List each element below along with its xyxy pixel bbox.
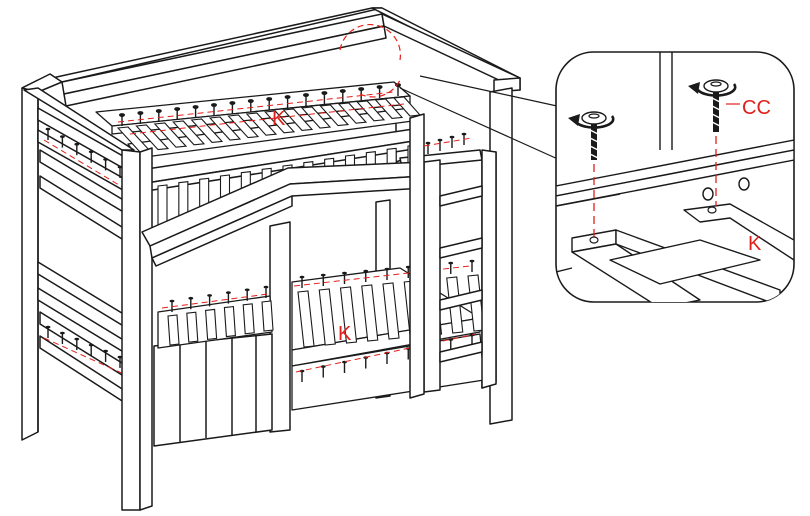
lower-left-slats <box>161 285 274 346</box>
slat <box>356 100 386 122</box>
screw-guide-line <box>423 137 473 147</box>
slat <box>153 122 188 148</box>
screw-guide-line <box>43 337 125 375</box>
slat <box>242 303 255 335</box>
screw-guide-line <box>161 293 269 309</box>
slat <box>282 108 314 131</box>
slat <box>374 98 404 119</box>
screw-icon <box>581 111 607 160</box>
screw-icon <box>88 343 94 356</box>
baluster <box>157 184 168 228</box>
screw-icon <box>321 91 328 104</box>
screw-icon <box>117 165 123 178</box>
screw-icon <box>74 337 80 350</box>
lower-slat-label: K <box>338 323 352 345</box>
ladder <box>423 149 497 393</box>
screw-guide-line <box>295 333 477 373</box>
screw-icon <box>320 273 326 286</box>
screw-icon <box>339 89 346 102</box>
screw-guide-line <box>129 103 405 135</box>
screw-icon <box>244 288 250 301</box>
slat <box>261 300 274 332</box>
screw-icon <box>284 95 291 108</box>
screw-icon <box>155 109 162 122</box>
slat <box>361 284 379 342</box>
screw-icon <box>137 111 144 124</box>
slat <box>319 104 350 127</box>
screw-icon <box>448 338 454 351</box>
slat <box>205 308 218 341</box>
left-lower-rails <box>37 261 131 407</box>
screw-icon <box>60 135 65 148</box>
screw-icon <box>449 135 455 148</box>
screw-icon <box>299 275 305 288</box>
screw-icon <box>448 261 454 274</box>
slat <box>135 124 170 151</box>
screw-icon <box>425 141 431 154</box>
slat <box>227 114 260 139</box>
roof-canopy <box>51 7 521 107</box>
slat <box>318 288 336 346</box>
slat <box>245 112 278 136</box>
screw-icon <box>103 158 108 171</box>
slat <box>382 282 400 340</box>
screw-icon <box>302 93 310 106</box>
screw-icon <box>263 285 269 298</box>
slat <box>186 311 199 343</box>
upper-slat-label: K <box>272 108 286 130</box>
misc-screws <box>423 132 473 154</box>
screw-icon <box>703 79 729 132</box>
detail-slat-label: K <box>748 233 762 255</box>
screw-icon <box>210 103 218 116</box>
screw-icon <box>299 369 305 382</box>
screw-icon <box>320 365 326 378</box>
screw-icon <box>192 105 199 118</box>
screw-icon <box>60 331 65 344</box>
detail-inset: CC K <box>555 51 795 303</box>
left-edge-screws <box>43 127 125 375</box>
screw-icon <box>247 99 254 112</box>
screw-icon <box>74 142 80 156</box>
screw-icon <box>342 271 347 284</box>
lower-house-panel <box>153 333 273 447</box>
slat <box>337 102 368 124</box>
screw-icon <box>118 113 126 126</box>
slat <box>208 116 242 141</box>
screw-icon <box>174 107 181 120</box>
inner-right-post <box>409 113 425 399</box>
rotation-arrow-icon <box>568 114 615 129</box>
slat <box>339 286 358 344</box>
slat <box>223 305 236 338</box>
screw-icon <box>469 259 475 272</box>
screw-icon <box>45 127 51 140</box>
screw-icon <box>437 138 443 151</box>
screw-icon <box>117 355 123 368</box>
left-front-post <box>21 73 63 441</box>
slat <box>167 314 180 346</box>
slat <box>297 290 315 348</box>
screw-icon <box>363 269 369 282</box>
screw-part-label: CC <box>742 97 771 119</box>
screw-icon <box>384 267 390 280</box>
screw-icon <box>88 150 94 163</box>
screw-icon <box>226 291 231 304</box>
slat <box>300 106 332 129</box>
screw-icon <box>266 97 273 110</box>
slat <box>172 120 206 146</box>
rotation-arrow-icon <box>688 82 737 97</box>
screw-guide-line <box>43 139 125 189</box>
screw-icon <box>229 101 236 114</box>
screw-icon <box>188 296 194 310</box>
screw-guide-line <box>117 91 395 123</box>
screw-icon <box>45 325 51 338</box>
slat <box>190 118 224 143</box>
screw-icon <box>103 349 108 362</box>
detail-callout-source <box>339 24 567 161</box>
slat <box>264 110 296 134</box>
screw-icon <box>207 294 212 307</box>
